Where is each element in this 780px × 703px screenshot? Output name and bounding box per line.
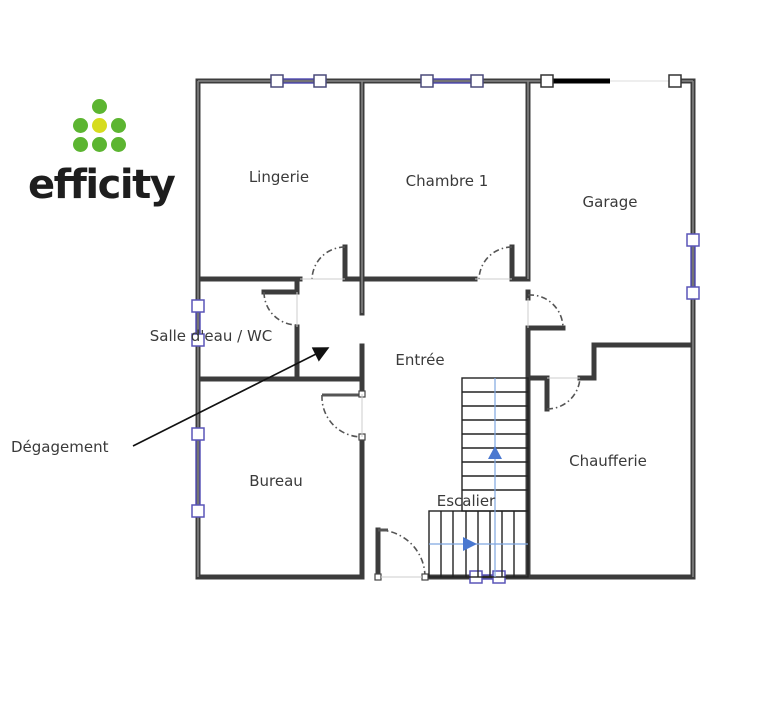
stairs-up-arrow-icon xyxy=(488,446,502,459)
door-swings xyxy=(263,246,581,578)
logo-brand-text: efficity xyxy=(28,162,176,208)
logo-dot-right xyxy=(111,118,126,133)
logo-dot-bottom-center xyxy=(92,137,107,152)
callout-label-degagement: Dégagement xyxy=(11,438,109,456)
logo-dot-left xyxy=(73,118,88,133)
windows xyxy=(191,74,700,584)
room-label-lingerie: Lingerie xyxy=(249,168,309,186)
room-label-escalier: Escalier xyxy=(437,492,496,510)
room-label-bureau: Bureau xyxy=(249,472,303,490)
logo-dot-bottom-left xyxy=(73,137,88,152)
stairs-direction xyxy=(429,378,528,577)
room-label-chambre-1: Chambre 1 xyxy=(406,172,489,190)
room-label-garage: Garage xyxy=(583,193,638,211)
room-label-chaufferie: Chaufferie xyxy=(569,452,647,470)
room-label-salle-eau-wc: Salle d'eau / WC xyxy=(150,327,273,345)
stairs xyxy=(428,377,529,578)
logo-dot-bottom-right xyxy=(111,137,126,152)
stairs-right-arrow-icon xyxy=(463,537,477,551)
logo-dot-top xyxy=(92,99,107,114)
callout-arrow-icon xyxy=(132,347,330,447)
efficity-logo: efficity xyxy=(28,96,176,216)
logo-dot-center xyxy=(92,118,107,133)
room-label-entree: Entrée xyxy=(395,351,444,369)
